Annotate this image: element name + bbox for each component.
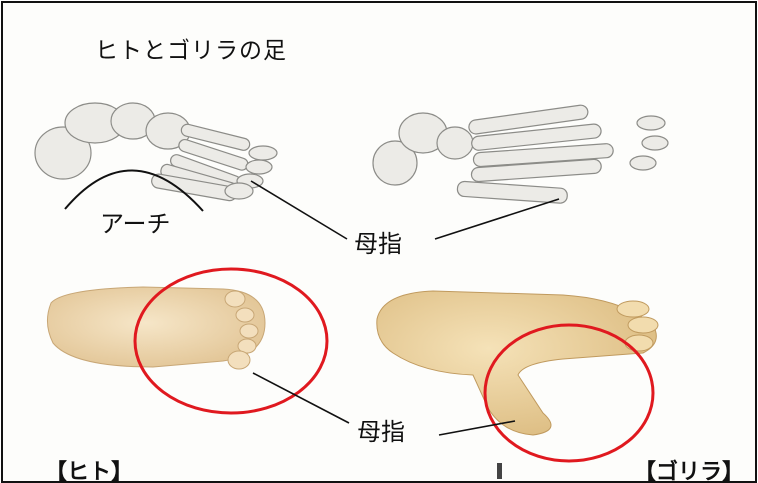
gorilla-label: 【ゴリラ】 xyxy=(634,454,744,483)
diagram-title: ヒトとゴリラの足 xyxy=(95,31,287,65)
stray-mark xyxy=(497,463,502,479)
leader-line-human-sole xyxy=(253,373,349,423)
big-toe-label-bottom: 母指 xyxy=(357,412,405,447)
big-toe-label-top: 母指 xyxy=(354,224,402,259)
leader-line-gorilla-sole xyxy=(439,421,515,435)
human-label: 【ヒト】 xyxy=(45,454,133,483)
human-foot-sole xyxy=(47,287,265,369)
leader-line-human-bone xyxy=(251,181,347,239)
arch-label: アーチ xyxy=(100,204,171,239)
gorilla-foot-skeleton xyxy=(373,104,668,203)
leader-line-gorilla-bone xyxy=(435,199,559,239)
human-foot-skeleton xyxy=(35,103,277,202)
gorilla-foot-sole xyxy=(377,291,658,435)
